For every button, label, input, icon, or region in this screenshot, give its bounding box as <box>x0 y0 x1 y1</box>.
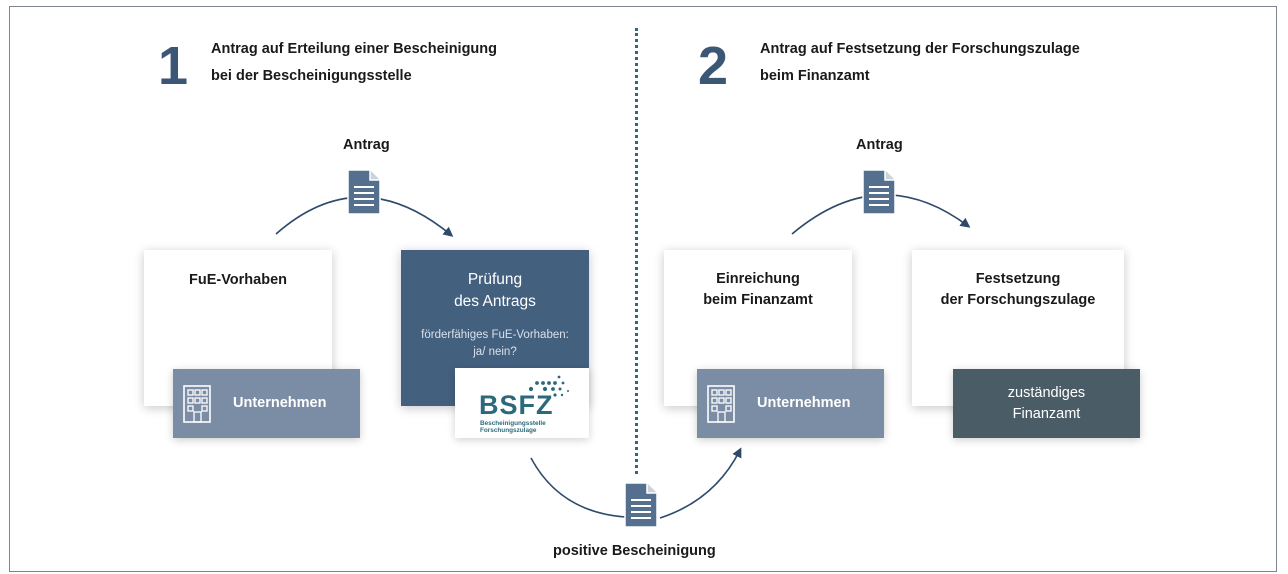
step-divider <box>635 28 638 474</box>
step-2-number: 2 <box>698 36 729 96</box>
card-einreichung-title-line1: Einreichung <box>716 271 800 287</box>
card-pruefung-note-line1: förderfähiges FuE-Vorhaben: <box>421 329 569 341</box>
finanzamt-pill-label: zuständiges Finanzamt <box>1008 383 1085 425</box>
card-pruefung-title: Prüfung des Antrags <box>401 269 589 313</box>
company-pill-step2: Unternehmen <box>697 369 884 438</box>
card-pruefung-title-line1: Prüfung <box>467 271 523 288</box>
card-festsetzung-title-line1: Festsetzung <box>975 271 1061 287</box>
document-icon-step1 <box>347 169 381 215</box>
company-pill-step1: Unternehmen <box>173 369 360 438</box>
card-fue-vorhaben-title: FuE-Vorhaben <box>188 272 287 288</box>
bsfz-logo-subtitle: Bescheinigungsstelle Forschungszulage <box>480 420 546 434</box>
step-1-title-line2: bei der Bescheinigungsstelle <box>211 68 412 84</box>
building-icon <box>707 384 735 423</box>
card-pruefung-note: förderfähiges FuE-Vorhaben: ja/ nein? <box>401 327 589 361</box>
step-2-title-line1: Antrag auf Festsetzung der Forschungszul… <box>760 41 1080 57</box>
card-einreichung-title-line2: beim Finanzamt <box>703 292 813 308</box>
bsfz-logo-subtitle-line2: Forschungszulage <box>480 427 537 434</box>
diagram-frame <box>9 6 1277 572</box>
document-icon-step2 <box>862 169 896 215</box>
finanzamt-pill-label-line2: Finanzamt <box>1012 405 1081 422</box>
company-pill-step2-label: Unternehmen <box>757 395 851 411</box>
step-2-title: Antrag auf Festsetzung der Forschungszul… <box>760 36 1080 90</box>
card-pruefung-title-line2: des Antrags <box>454 293 536 310</box>
step-1-number: 1 <box>158 36 189 96</box>
step-1-flow-label: Antrag <box>343 137 390 153</box>
bsfz-logo-dots <box>528 375 569 397</box>
document-icon-certificate <box>624 482 658 528</box>
finanzamt-pill-label-line1: zuständiges <box>1007 384 1086 401</box>
finanzamt-pill: zuständiges Finanzamt <box>953 369 1140 438</box>
bsfz-logo: BSFZ Bescheinigungsstelle Forschungszula… <box>455 368 589 438</box>
step-1-title-line1: Antrag auf Erteilung einer Bescheinigung <box>211 41 498 57</box>
step-1-title: Antrag auf Erteilung einer Bescheinigung… <box>211 36 497 90</box>
bsfz-logo-text: BSFZ <box>479 390 554 420</box>
step-2-title-line2: beim Finanzamt <box>760 68 870 84</box>
bsfz-logo-subtitle-line1: Bescheinigungsstelle <box>480 420 546 427</box>
bottom-flow-label: positive Bescheinigung <box>553 543 716 559</box>
card-festsetzung-title-line2: der Forschungszulage <box>940 292 1096 308</box>
card-pruefung-note-line2: ja/ nein? <box>473 346 517 358</box>
building-icon <box>183 384 211 423</box>
step-2-flow-label: Antrag <box>856 137 903 153</box>
company-pill-step1-label: Unternehmen <box>233 395 327 411</box>
card-einreichung-title: Einreichung beim Finanzamt <box>664 269 852 311</box>
arrow-bottom <box>530 450 740 519</box>
card-festsetzung-title: Festsetzung der Forschungszulage <box>912 269 1124 311</box>
